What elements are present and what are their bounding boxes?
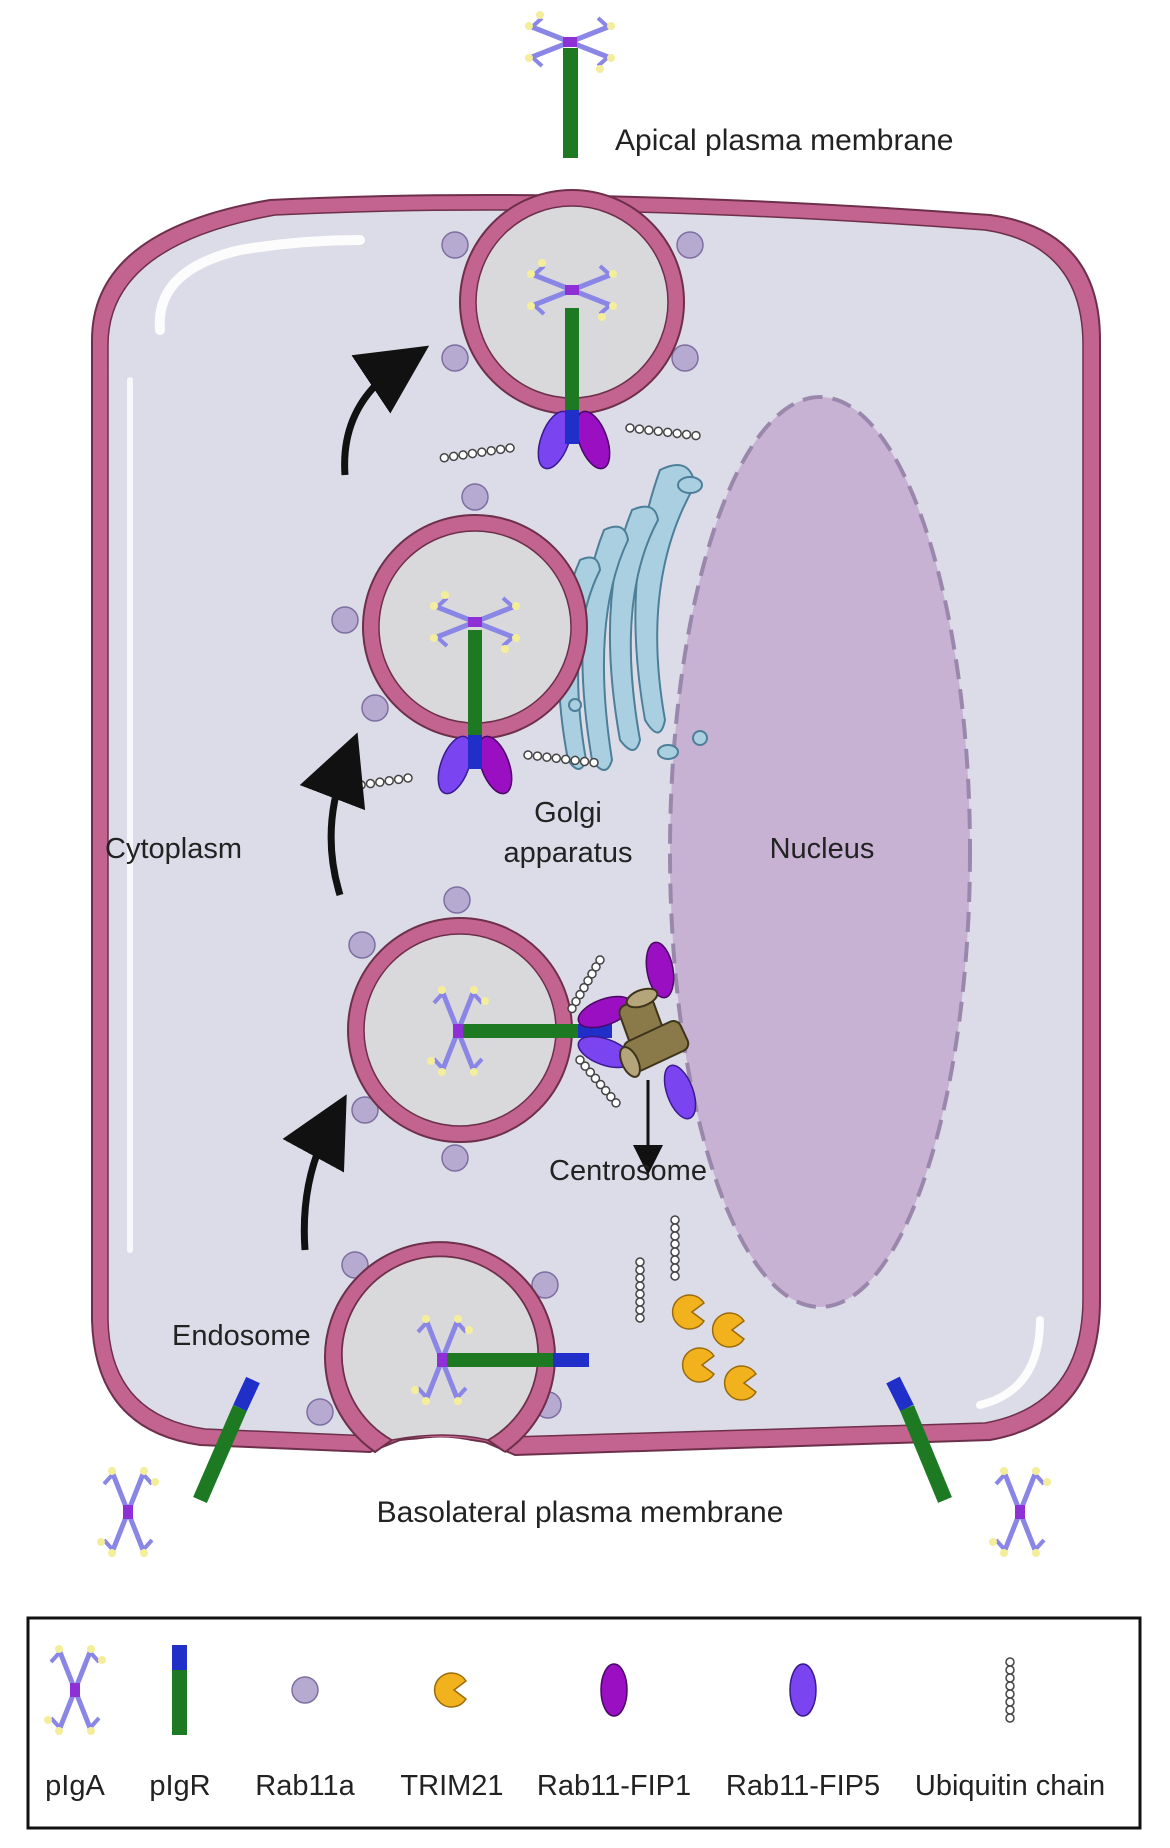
label-nucleus: Nucleus (770, 833, 875, 865)
legend-label-ubiquitin-chain: Ubiquitin chain (915, 1770, 1105, 1802)
legend-box (26, 1616, 1142, 1830)
rab11a-dot (441, 231, 469, 259)
vesicle-apical (438, 189, 704, 475)
rab11a-dot (676, 231, 704, 259)
vesicle-centrosomal (347, 886, 697, 1172)
rab11-fip5 (437, 735, 473, 795)
rab11a-dot (443, 886, 471, 914)
rab11a-dot (671, 344, 699, 372)
rab11a-dot (461, 483, 489, 511)
pigr-cytoplasmic-tail (553, 1353, 589, 1367)
endosome-vesicle (306, 1241, 589, 1454)
legend-label-rab11-fip1: Rab11-FIP1 (537, 1770, 691, 1802)
label-golgi-line2: apparatus (504, 837, 633, 869)
rab11a-dot (361, 694, 389, 722)
endosome-opening (372, 1437, 510, 1468)
rab11a-dot (441, 1144, 469, 1172)
vesicle-subapical (331, 483, 601, 805)
cytoplasm-highlight (154, 235, 365, 335)
pigr (445, 1353, 555, 1367)
legend-label-pigr: pIgR (149, 1770, 210, 1802)
pigr (468, 630, 482, 742)
rab11-fip1-icon (600, 1663, 628, 1717)
cytoplasm-highlight-2 (976, 1316, 1044, 1409)
legend-label-rab11-fip5: Rab11-FIP5 (726, 1770, 880, 1802)
rab11a-dot (331, 606, 359, 634)
transport-arrow-3 (341, 345, 430, 476)
pigr-cytoplasmic-tail (468, 735, 482, 769)
label-centrosome: Centrosome (549, 1155, 707, 1187)
pigr-cytoplasmic-tail (565, 410, 579, 444)
legend-label-rab11a: Rab11a (255, 1770, 355, 1802)
label-cytoplasm: Cytoplasm (105, 833, 242, 865)
basolateral-piga-left (97, 1467, 159, 1557)
rab11-fip5 (663, 1064, 697, 1120)
rab11a-dot (441, 344, 469, 372)
pigr (462, 1024, 582, 1038)
basolateral-piga-right (989, 1467, 1051, 1557)
rab11-fip1 (645, 941, 675, 999)
legend-item-trim21: TRIM21 (400, 1672, 504, 1802)
legend: pIgA pIgR Rab11a TRIM21 Rab11-FIP1 Rab11… (26, 1616, 1142, 1830)
legend-item-piga: pIgA (44, 1645, 106, 1802)
legend-item-rab11-fip1: Rab11-FIP1 (537, 1663, 691, 1802)
rab11a-icon (291, 1676, 319, 1704)
rab11a-dot (306, 1398, 334, 1426)
rab11a-dot (531, 1271, 559, 1299)
label-endosome: Endosome (172, 1320, 311, 1352)
legend-item-rab11a: Rab11a (255, 1676, 356, 1802)
transport-arrow-1 (282, 1094, 347, 1251)
rab11-fip5-icon (789, 1663, 817, 1717)
legend-item-ubiquitin-chain: Ubiquitin chain (915, 1657, 1105, 1802)
pigr-icon (172, 1645, 187, 1735)
rab11a-dot (341, 1251, 369, 1279)
label-basolateral-membrane: Basolateral plasma membrane (377, 1496, 784, 1529)
rab11-fip1 (575, 410, 611, 470)
centrosome (618, 987, 690, 1078)
rab11a-dot (348, 931, 376, 959)
legend-label-trim21: TRIM21 (400, 1770, 503, 1802)
legend-label-piga: pIgA (45, 1770, 105, 1802)
nucleus (668, 395, 972, 1309)
transport-arrow-2 (299, 732, 366, 897)
golgi-apparatus (553, 464, 708, 771)
rab11-fip1 (477, 735, 513, 795)
legend-item-pigr: pIgR (149, 1645, 211, 1802)
secreted-pigr (563, 48, 578, 158)
label-apical-membrane: Apical plasma membrane (615, 124, 953, 157)
label-golgi-line1: Golgi (534, 797, 602, 829)
basolateral-pigr-right (886, 1376, 952, 1503)
basolateral-pigr-left (193, 1376, 260, 1503)
pigr (565, 308, 579, 418)
rab11a-dot (351, 1096, 379, 1124)
legend-item-rab11-fip5: Rab11-FIP5 (726, 1663, 880, 1802)
